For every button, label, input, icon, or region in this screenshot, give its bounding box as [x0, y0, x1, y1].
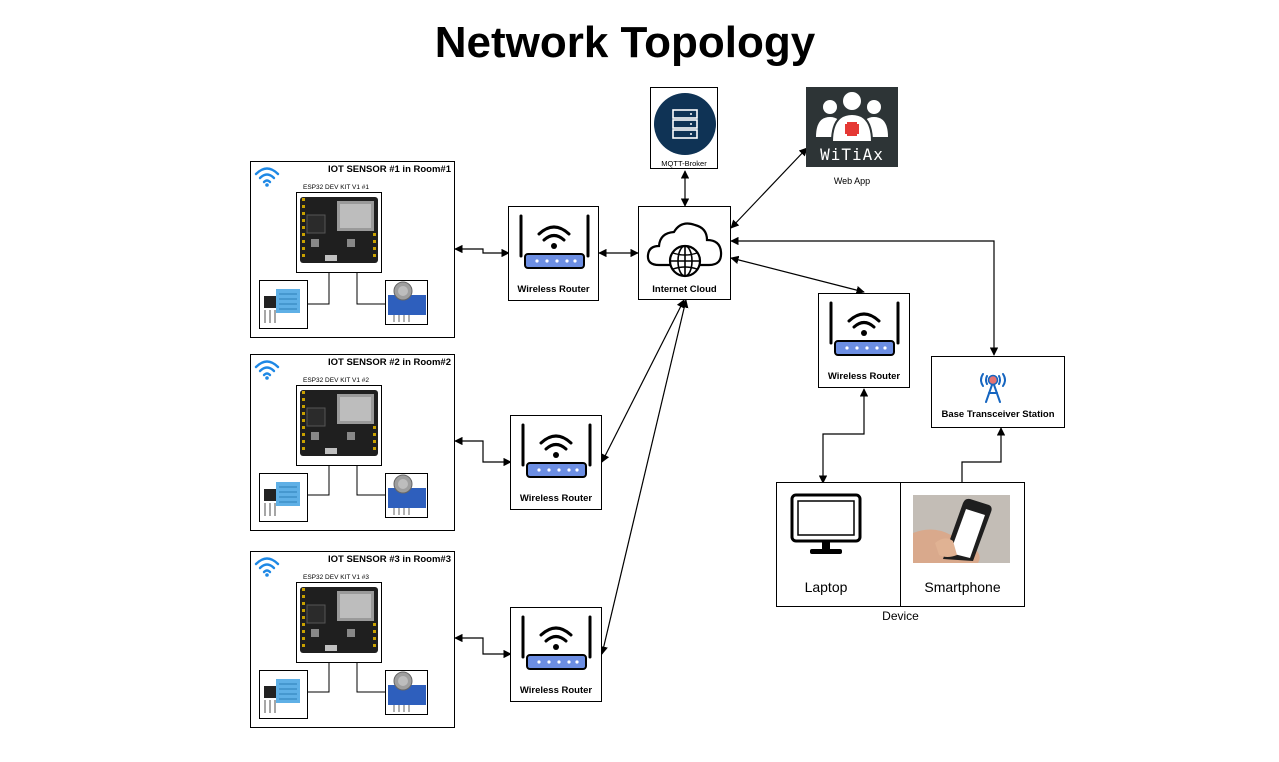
router-label: Wireless Router — [519, 493, 593, 504]
router-icon — [521, 423, 592, 478]
dht-sensor — [259, 670, 308, 719]
esp32-board-image — [300, 390, 378, 456]
bts-label: Base Transceiver Station — [941, 409, 1055, 420]
laptop-monitor-icon — [790, 493, 862, 554]
webapp-logo-text: WiTiAx — [820, 145, 884, 164]
wireless-router-3: Wireless Router — [510, 607, 602, 702]
link-cloud-router4 — [730, 255, 865, 295]
gas-sensor — [385, 280, 428, 325]
board-wiring — [308, 663, 385, 693]
web-app: WiTiAx — [806, 87, 898, 167]
people-medical-icon — [816, 90, 888, 143]
wireless-router-4: Wireless Router — [818, 293, 910, 388]
link-sensor2-router2 — [454, 436, 512, 467]
broker-label: MQTT-Broker — [661, 159, 707, 168]
sensor-title: IOT SENSOR #2 in Room#2 — [328, 357, 451, 368]
mq-sensor-image — [388, 671, 426, 712]
gas-sensor — [385, 473, 428, 518]
diagram-title: Network Topology — [434, 18, 816, 67]
mqtt-broker: MQTT-Broker — [650, 87, 718, 169]
wifi-icon — [254, 360, 280, 380]
link-sensor1-router1 — [454, 244, 510, 258]
gas-sensor — [385, 670, 428, 715]
esp32-board-frame — [296, 385, 382, 466]
dht-sensor — [259, 473, 308, 522]
iot-sensor-1: IOT SENSOR #1 in Room#1 ESP32 DEV KIT V1… — [250, 161, 455, 338]
router-icon — [521, 615, 592, 670]
link-sensor3-router3 — [454, 633, 512, 659]
smartphone-photo — [913, 495, 1010, 563]
link-router2-cloud — [601, 299, 685, 463]
wifi-icon — [254, 557, 280, 577]
sensor-title: IOT SENSOR #1 in Room#1 — [328, 164, 451, 175]
link-bts-smartphone — [957, 427, 1006, 496]
server-icon — [654, 93, 716, 155]
link-router4-laptop — [818, 388, 869, 484]
device-group-label: Device — [882, 609, 919, 623]
esp32-board-frame — [296, 582, 382, 663]
router-label: Wireless Router — [517, 284, 590, 295]
wireless-router-2: Wireless Router — [510, 415, 602, 510]
link-cloud-webapp — [730, 147, 808, 229]
mq-sensor-image — [388, 281, 426, 322]
cell-tower-icon — [980, 373, 1006, 403]
board-wiring — [308, 466, 385, 496]
webapp-caption: Web App — [833, 176, 871, 186]
smartphone-label: Smartphone — [924, 579, 1001, 595]
dht-sensor — [259, 280, 308, 329]
wireless-router-1: Wireless Router — [508, 206, 599, 301]
internet-cloud: Internet Cloud — [638, 206, 731, 300]
router-label: Wireless Router — [519, 685, 593, 696]
dht11-image — [264, 679, 300, 713]
esp32-board-frame — [296, 192, 382, 273]
board-wiring — [308, 273, 385, 305]
board-label: ESP32 DEV KIT V1 #2 — [303, 377, 369, 384]
link-router3-cloud — [599, 299, 689, 655]
dht11-image — [264, 482, 300, 516]
cloud-globe-icon — [646, 222, 723, 278]
dht11-image — [264, 289, 300, 323]
sensor-title: IOT SENSOR #3 in Room#3 — [328, 554, 451, 565]
board-label: ESP32 DEV KIT V1 #3 — [303, 574, 369, 581]
router-icon — [519, 214, 590, 269]
wifi-icon — [254, 167, 280, 187]
mq-sensor-image — [388, 474, 426, 515]
laptop-label: Laptop — [804, 579, 848, 595]
iot-sensor-3: IOT SENSOR #3 in Room#3 ESP32 DEV KIT V1… — [250, 551, 455, 728]
cloud-label: Internet Cloud — [652, 284, 717, 295]
device-group: Laptop Smartphone — [776, 482, 1025, 607]
iot-sensor-2: IOT SENSOR #2 in Room#2 ESP32 DEV KIT V1… — [250, 354, 455, 531]
base-transceiver-station: Base Transceiver Station — [931, 356, 1065, 428]
esp32-board-image — [300, 197, 378, 263]
router-label: Wireless Router — [827, 371, 901, 382]
board-label: ESP32 DEV KIT V1 #1 — [303, 184, 369, 191]
link-cloud-bts — [730, 236, 999, 356]
device-divider — [900, 483, 901, 606]
router-icon — [829, 301, 900, 356]
esp32-board-image — [300, 587, 378, 653]
